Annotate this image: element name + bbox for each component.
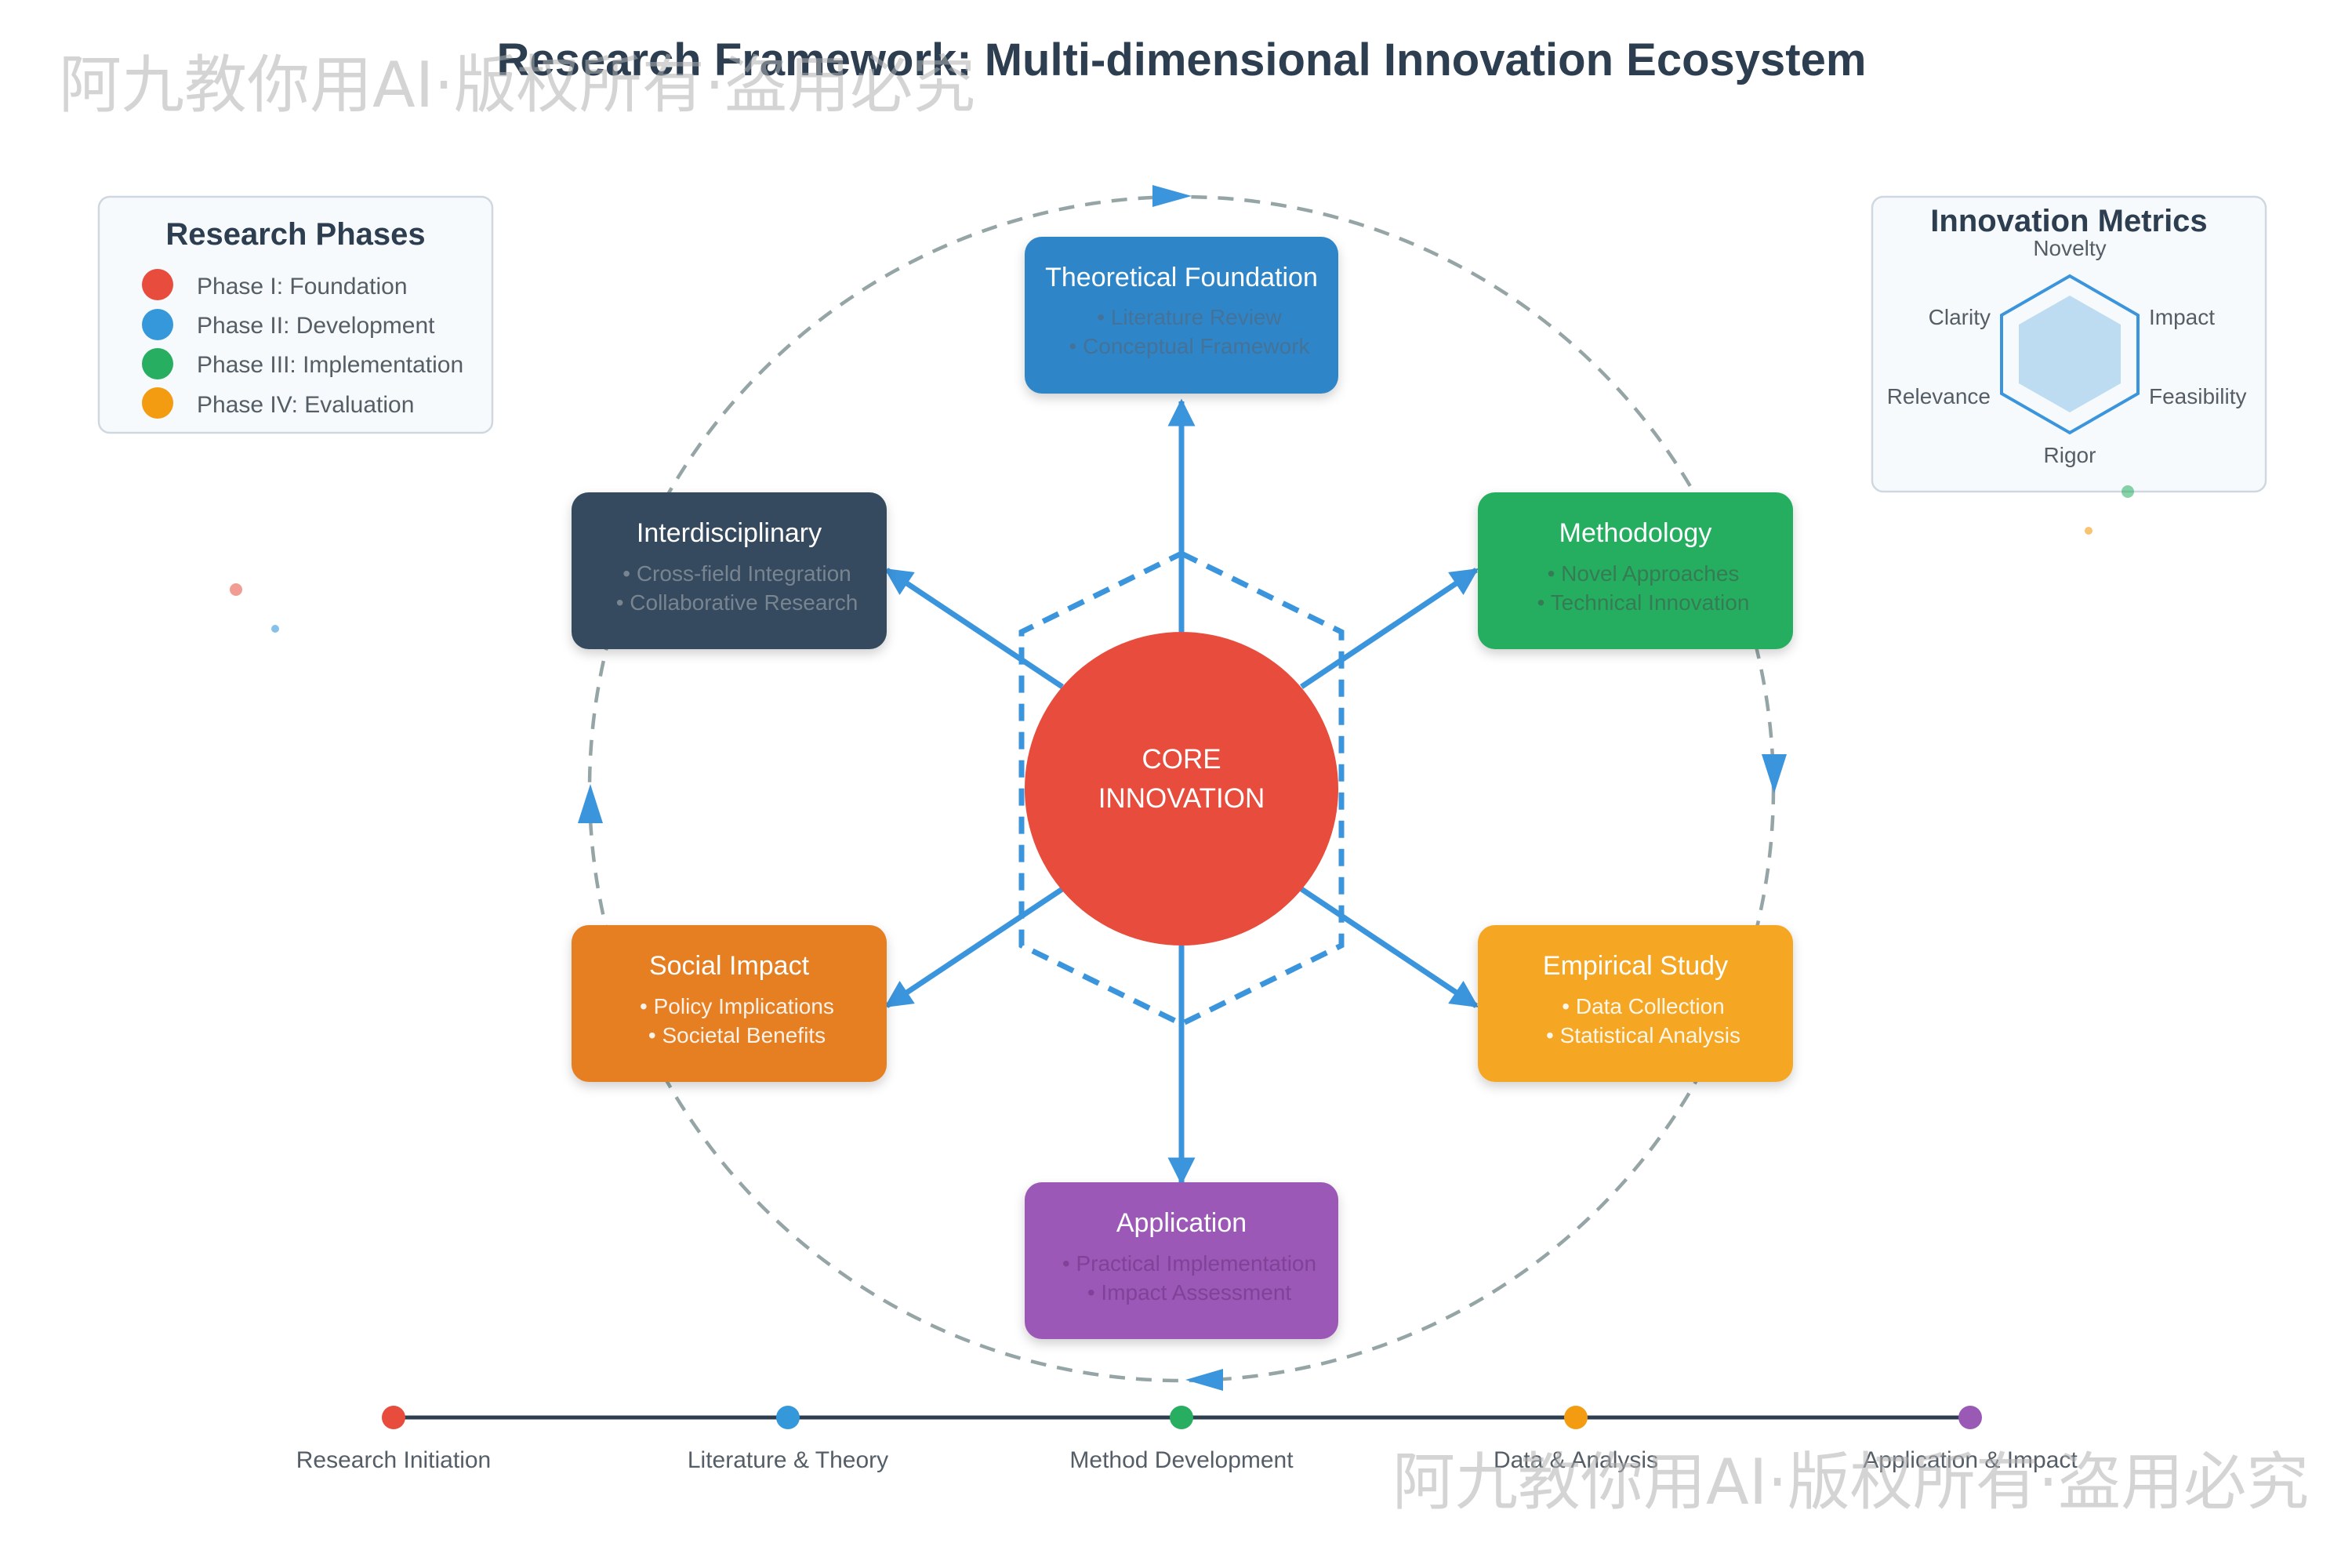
node-social-bullet-1: • Policy Implications (640, 994, 834, 1018)
node-methodology-bullet-1: • Novel Approaches (1548, 561, 1740, 586)
node-interdisciplinary-bullet-1: • Cross-field Integration (622, 561, 851, 586)
phases-legend-panel (97, 195, 494, 434)
metric-feasibility: Feasibility (2149, 384, 2246, 408)
node-theoretical-box (1025, 237, 1338, 394)
timeline-label-5: Application & Impact (1863, 1447, 2078, 1473)
node-theoretical-bullet-1: • Literature Review (1097, 305, 1282, 329)
timeline-dot-2[interactable] (776, 1406, 800, 1429)
cycle-arrow-right (1762, 754, 1787, 793)
metric-relevance: Relevance (1887, 384, 1991, 408)
timeline-dot-3[interactable] (1170, 1406, 1193, 1429)
metrics-panel: Innovation Metrics Novelty Impact Feasib… (1871, 195, 2267, 493)
phase-4-label: Phase IV: Evaluation (197, 392, 414, 418)
cycle-arrow-left (578, 784, 603, 823)
timeline: Research Initiation Literature & Theory … (296, 1406, 2078, 1473)
metric-novelty: Novelty (2033, 236, 2106, 260)
decor-dot (2085, 527, 2092, 535)
timeline-dot-4[interactable] (1564, 1406, 1588, 1429)
core-circle (1025, 632, 1338, 946)
node-methodology[interactable]: Methodology • Novel Approaches • Technic… (1478, 492, 1793, 649)
spoke-social (884, 887, 1064, 1008)
metrics-hexagon-outline (2000, 274, 2140, 435)
node-social[interactable]: Social Impact • Policy Implications • So… (572, 925, 887, 1082)
timeline-label-2: Literature & Theory (688, 1447, 888, 1473)
node-application-title: Application (1116, 1208, 1247, 1238)
node-empirical[interactable]: Empirical Study • Data Collection • Stat… (1478, 925, 1793, 1082)
node-empirical-title: Empirical Study (1543, 951, 1728, 981)
node-social-bullet-2: • Societal Benefits (648, 1023, 826, 1047)
cycle-arrow-top (1152, 185, 1192, 207)
node-empirical-bullet-2: • Statistical Analysis (1546, 1023, 1740, 1047)
metrics-title: Innovation Metrics (1930, 204, 2207, 238)
cycle-arrow-bottom (1185, 1369, 1223, 1391)
timeline-label-3: Method Development (1069, 1447, 1294, 1473)
metric-impact: Impact (2149, 305, 2215, 329)
node-interdisciplinary-bullet-2: • Collaborative Research (616, 590, 858, 615)
phases-legend: Research Phases Phase I: Foundation Phas… (97, 195, 494, 434)
node-application-bullet-1: • Practical Implementation (1062, 1251, 1316, 1276)
phase-3-dot (142, 348, 173, 379)
phases-legend-title: Research Phases (165, 217, 425, 252)
node-social-title: Social Impact (649, 951, 810, 981)
decor-dot (230, 583, 242, 596)
spokes (884, 398, 1479, 1185)
core-label-line2: INNOVATION (1098, 783, 1265, 814)
timeline-dot-5[interactable] (1958, 1406, 1982, 1429)
node-empirical-bullet-1: • Data Collection (1562, 994, 1724, 1018)
metric-clarity: Clarity (1929, 305, 1991, 329)
node-social-box (572, 925, 887, 1082)
node-interdisciplinary-title: Interdisciplinary (637, 518, 822, 548)
phase-1-label: Phase I: Foundation (197, 274, 408, 299)
node-methodology-bullet-2: • Technical Innovation (1537, 590, 1750, 615)
node-empirical-box (1478, 925, 1793, 1082)
node-theoretical-title: Theoretical Foundation (1045, 263, 1318, 292)
timeline-label-1: Research Initiation (296, 1447, 491, 1473)
metrics-hexagon-fill (2019, 296, 2121, 412)
core-innovation: CORE INNOVATION (1025, 632, 1338, 946)
phase-4-dot (142, 387, 173, 419)
watermark-top: 阿九教你用AI·版权所有·盗用必究 (59, 49, 975, 122)
spoke-interdisciplinary (884, 568, 1064, 689)
phase-2-dot (142, 309, 173, 340)
decor-dot (2122, 485, 2134, 498)
node-application[interactable]: Application • Practical Implementation •… (1025, 1182, 1338, 1339)
diagram-title: Research Framework: Multi-dimensional In… (497, 34, 1867, 85)
node-interdisciplinary[interactable]: Interdisciplinary • Cross-field Integrat… (572, 492, 887, 649)
phase-2-label: Phase II: Development (197, 313, 435, 339)
spoke-methodology (1300, 568, 1479, 689)
timeline-dot-1[interactable] (382, 1406, 405, 1429)
node-interdisciplinary-box (572, 492, 887, 649)
core-label-line1: CORE (1142, 744, 1221, 775)
decor-dot (271, 625, 279, 633)
phase-3-label: Phase III: Implementation (197, 352, 463, 378)
node-theoretical-bullet-2: • Conceptual Framework (1069, 334, 1310, 358)
metric-rigor: Rigor (2044, 443, 2096, 467)
node-application-bullet-2: • Impact Assessment (1087, 1280, 1292, 1305)
phase-1-dot (142, 269, 173, 300)
watermark-bottom: 阿九教你用AI·版权所有·盗用必究 (1392, 1446, 2309, 1519)
core-hexagon (1018, 550, 1345, 1027)
spoke-empirical (1300, 887, 1479, 1008)
node-methodology-box (1478, 492, 1793, 649)
node-methodology-title: Methodology (1559, 518, 1712, 548)
timeline-label-4: Data & Analysis (1494, 1447, 1658, 1473)
node-application-box (1025, 1182, 1338, 1339)
node-theoretical[interactable]: Theoretical Foundation • Literature Revi… (1025, 237, 1338, 394)
